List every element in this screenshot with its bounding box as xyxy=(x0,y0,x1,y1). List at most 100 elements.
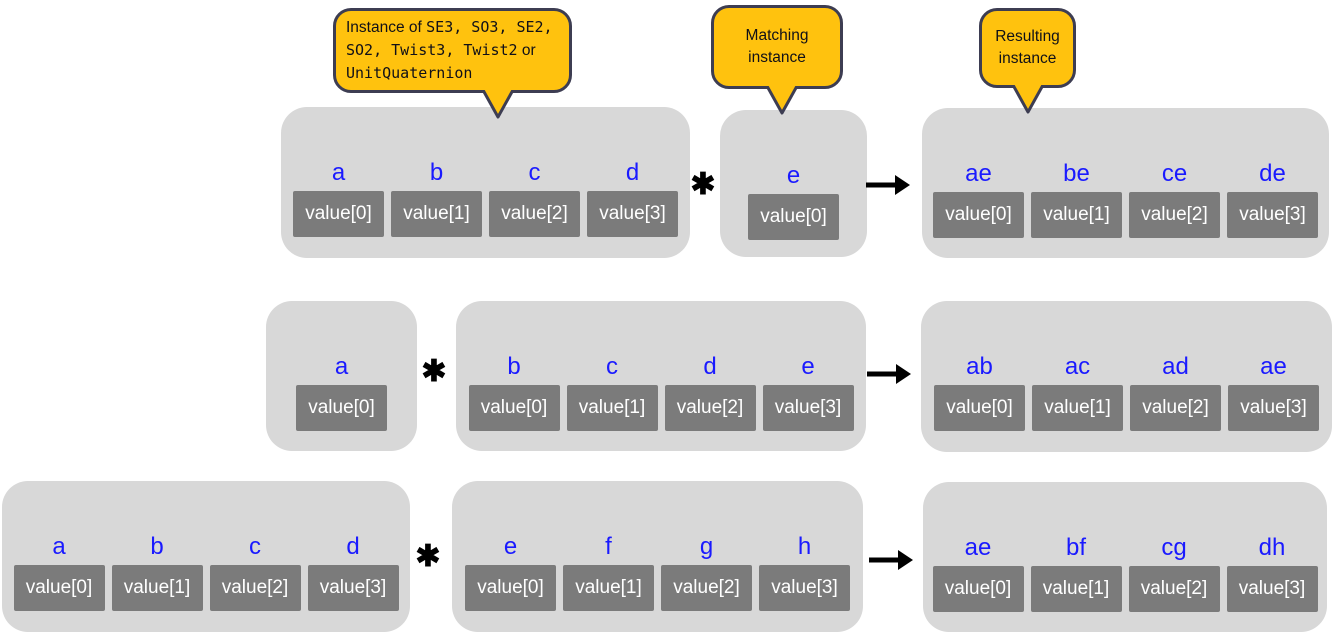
callout-text: Resulting xyxy=(995,28,1060,45)
element-label: d xyxy=(346,533,360,560)
result-container: ae value[0] bf value[1] cg value[2] dh v… xyxy=(923,482,1327,632)
callout-text: instance xyxy=(748,49,806,66)
arrow-right-icon xyxy=(869,550,913,570)
element-cell: de value[3] xyxy=(1227,160,1318,238)
value-box: value[0] xyxy=(468,385,560,431)
element-cell: b value[1] xyxy=(111,533,203,611)
callout-code-text: SO2, Twist3, Twist2 xyxy=(346,41,518,59)
element-label: c xyxy=(606,353,618,380)
element-label: ad xyxy=(1162,353,1189,380)
value-box: value[1] xyxy=(111,565,203,611)
value-box: value[0] xyxy=(296,385,387,431)
value-box: value[2] xyxy=(489,191,580,237)
value-box: value[1] xyxy=(1030,566,1122,612)
value-box: value[2] xyxy=(1128,566,1220,612)
element-label: dh xyxy=(1258,534,1286,561)
multiply-operator: ✱ xyxy=(415,540,441,573)
value-box: value[0] xyxy=(933,192,1024,238)
callout-text: Instance of xyxy=(346,19,427,36)
element-cell: e value[3] xyxy=(762,353,854,431)
element-label: be xyxy=(1063,160,1090,187)
element-cell: c value[2] xyxy=(209,533,301,611)
callout-code-text: UnitQuaternion xyxy=(346,64,473,82)
operand-container: b value[0] c value[1] d value[2] e value… xyxy=(456,301,866,451)
value-box: value[3] xyxy=(759,565,850,611)
element-label: a xyxy=(331,159,346,186)
value-box: value[1] xyxy=(391,191,482,237)
element-cell: ce value[2] xyxy=(1129,160,1220,238)
element-label: c xyxy=(528,159,541,186)
callout-text: or xyxy=(517,42,536,59)
element-label: d xyxy=(625,159,640,186)
element-cell: be value[1] xyxy=(1031,160,1122,238)
callout-line: Instance of SE3, SO3, SE2, xyxy=(346,16,553,39)
element-label: g xyxy=(699,533,714,560)
callout-line: instance xyxy=(748,47,806,69)
element-label: e xyxy=(786,162,801,189)
element-cell: c value[2] xyxy=(489,159,580,237)
value-box: value[0] xyxy=(465,565,556,611)
callout-instance-types: Instance of SE3, SO3, SE2, SO2, Twist3, … xyxy=(333,8,572,93)
element-label: h xyxy=(797,533,812,560)
element-label: cg xyxy=(1161,534,1187,561)
element-label: ce xyxy=(1161,160,1188,187)
operand-container: a value[0] b value[1] c value[2] d value… xyxy=(2,481,410,632)
element-cell: ad value[2] xyxy=(1130,353,1221,431)
element-cell: h value[3] xyxy=(759,533,850,611)
element-cell: a value[0] xyxy=(296,353,387,431)
value-box: value[3] xyxy=(1227,192,1318,238)
element-cell: dh value[3] xyxy=(1226,534,1318,612)
element-label: a xyxy=(52,533,66,560)
element-label: bf xyxy=(1065,534,1086,561)
element-cell: ae value[3] xyxy=(1228,353,1319,431)
value-box: value[0] xyxy=(748,194,839,240)
element-cell: b value[0] xyxy=(468,353,560,431)
result-container: ab value[0] ac value[1] ad value[2] ae v… xyxy=(921,301,1332,452)
element-cell: a value[0] xyxy=(13,533,105,611)
callout-line: UnitQuaternion xyxy=(346,62,472,85)
element-cell: a value[0] xyxy=(293,159,384,237)
element-cell: cg value[2] xyxy=(1128,534,1220,612)
element-label: d xyxy=(703,353,717,380)
element-cell: f value[1] xyxy=(563,533,654,611)
callout-text: Matching xyxy=(745,27,809,44)
element-cell: e value[0] xyxy=(465,533,556,611)
element-label: c xyxy=(249,533,261,560)
value-box: value[2] xyxy=(1130,385,1221,431)
value-box: value[2] xyxy=(209,565,301,611)
callout-code-text: SE3, SO3, SE2, xyxy=(426,18,553,36)
value-box: value[0] xyxy=(934,385,1025,431)
multiply-operator: ✱ xyxy=(421,355,447,388)
callout-line: Resulting xyxy=(995,26,1060,48)
element-label: b xyxy=(150,533,164,560)
value-box: value[3] xyxy=(587,191,678,237)
element-cell: d value[3] xyxy=(307,533,399,611)
callout-line: SO2, Twist3, Twist2 or xyxy=(346,39,536,62)
element-label: ae xyxy=(1260,353,1287,380)
value-box: value[1] xyxy=(566,385,658,431)
element-label: b xyxy=(429,159,444,186)
callout-resulting-instance: Resulting instance xyxy=(979,8,1076,88)
element-label: f xyxy=(605,533,612,560)
value-box: value[2] xyxy=(661,565,752,611)
element-cell: bf value[1] xyxy=(1030,534,1122,612)
callout-line: instance xyxy=(999,48,1057,70)
element-cell: d value[3] xyxy=(587,159,678,237)
element-cell: d value[2] xyxy=(664,353,756,431)
operand-container: e value[0] f value[1] g value[2] h value… xyxy=(452,481,863,632)
element-label: e xyxy=(801,353,815,380)
callout-line: Matching xyxy=(746,25,809,47)
element-label: b xyxy=(507,353,521,380)
value-box: value[3] xyxy=(1228,385,1319,431)
element-label: ae xyxy=(965,160,992,187)
element-cell: g value[2] xyxy=(661,533,752,611)
value-box: value[1] xyxy=(1031,192,1122,238)
element-label: ab xyxy=(966,353,993,380)
callout-text: instance xyxy=(998,50,1057,67)
operand-container: e value[0] xyxy=(720,110,867,257)
value-box: value[1] xyxy=(1032,385,1123,431)
element-label: a xyxy=(334,353,349,380)
element-label: ac xyxy=(1064,353,1091,380)
element-cell: ac value[1] xyxy=(1032,353,1123,431)
